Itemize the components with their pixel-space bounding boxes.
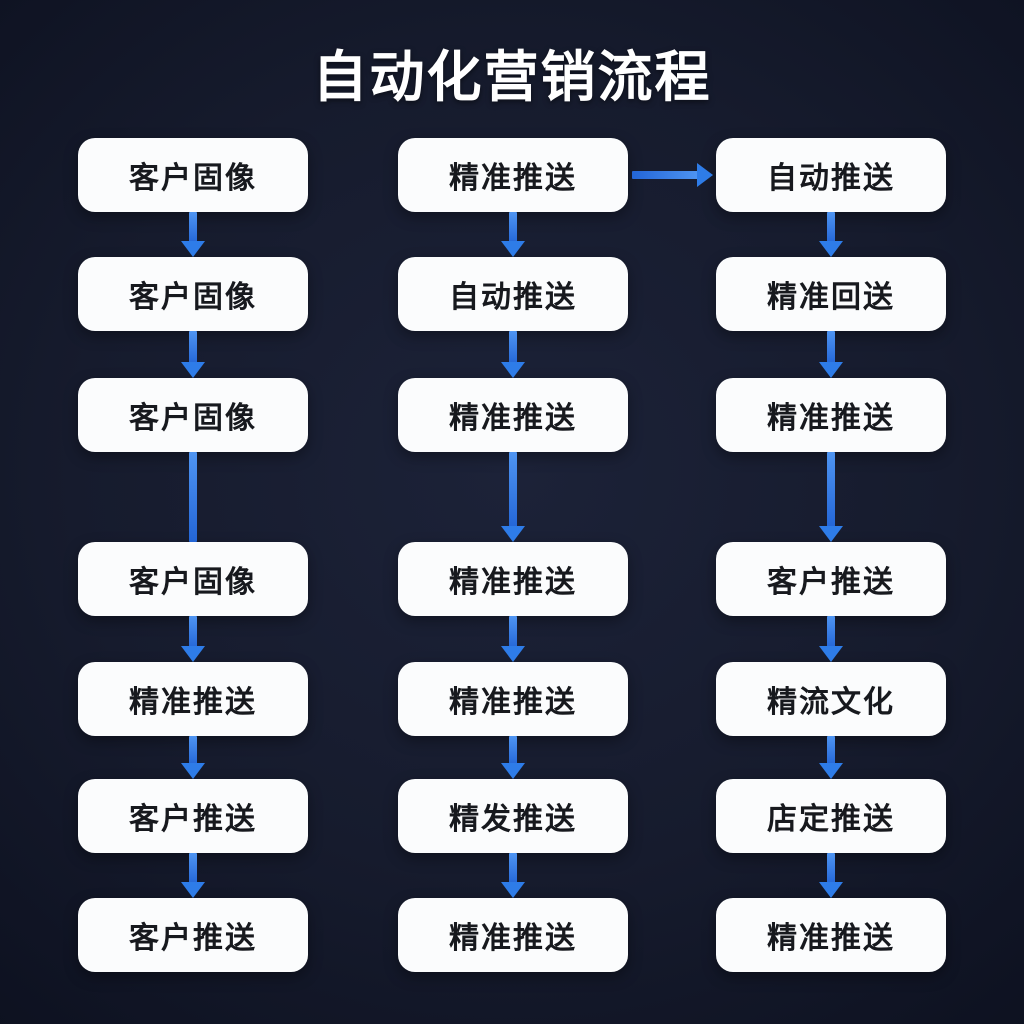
flow-node-col2-row5: 精准推送 xyxy=(398,662,628,736)
arrow-down-icon xyxy=(501,331,525,378)
flow-node-col1-row7: 客户推送 xyxy=(78,898,308,972)
arrow-right-icon xyxy=(632,163,713,187)
flow-node-col2-row3: 精准推送 xyxy=(398,378,628,452)
flow-node-col1-row2: 客户固像 xyxy=(78,257,308,331)
arrow-down-icon xyxy=(501,736,525,779)
arrow-down-icon xyxy=(181,736,205,779)
flow-node-col2-row2: 自动推送 xyxy=(398,257,628,331)
arrow-down-icon xyxy=(501,452,525,542)
connector-line xyxy=(181,452,205,542)
arrow-down-icon xyxy=(819,736,843,779)
flow-node-col1-row4: 客户固像 xyxy=(78,542,308,616)
flow-node-col3-row1: 自动推送 xyxy=(716,138,946,212)
flow-node-col1-row1: 客户固像 xyxy=(78,138,308,212)
flow-node-col2-row7: 精准推送 xyxy=(398,898,628,972)
flow-node-col3-row5: 精流文化 xyxy=(716,662,946,736)
flow-node-col3-row2: 精准回送 xyxy=(716,257,946,331)
page-title: 自动化营销流程 xyxy=(312,46,712,108)
arrow-down-icon xyxy=(819,331,843,378)
arrow-down-icon xyxy=(819,212,843,257)
arrow-down-icon xyxy=(819,452,843,542)
flow-node-col1-row6: 客户推送 xyxy=(78,779,308,853)
arrow-down-icon xyxy=(181,331,205,378)
arrow-down-icon xyxy=(819,853,843,898)
flow-node-col3-row6: 店定推送 xyxy=(716,779,946,853)
flow-node-col1-row5: 精准推送 xyxy=(78,662,308,736)
arrow-down-icon xyxy=(181,616,205,662)
flow-node-col3-row4: 客户推送 xyxy=(716,542,946,616)
flow-node-col2-row6: 精发推送 xyxy=(398,779,628,853)
arrow-down-icon xyxy=(501,853,525,898)
flow-node-col3-row3: 精准推送 xyxy=(716,378,946,452)
flow-node-col2-row4: 精准推送 xyxy=(398,542,628,616)
arrow-down-icon xyxy=(181,212,205,257)
flow-node-col1-row3: 客户固像 xyxy=(78,378,308,452)
flow-node-col3-row7: 精准推送 xyxy=(716,898,946,972)
arrow-down-icon xyxy=(181,853,205,898)
arrow-down-icon xyxy=(819,616,843,662)
arrow-down-icon xyxy=(501,212,525,257)
arrow-down-icon xyxy=(501,616,525,662)
flow-node-col2-row1: 精准推送 xyxy=(398,138,628,212)
